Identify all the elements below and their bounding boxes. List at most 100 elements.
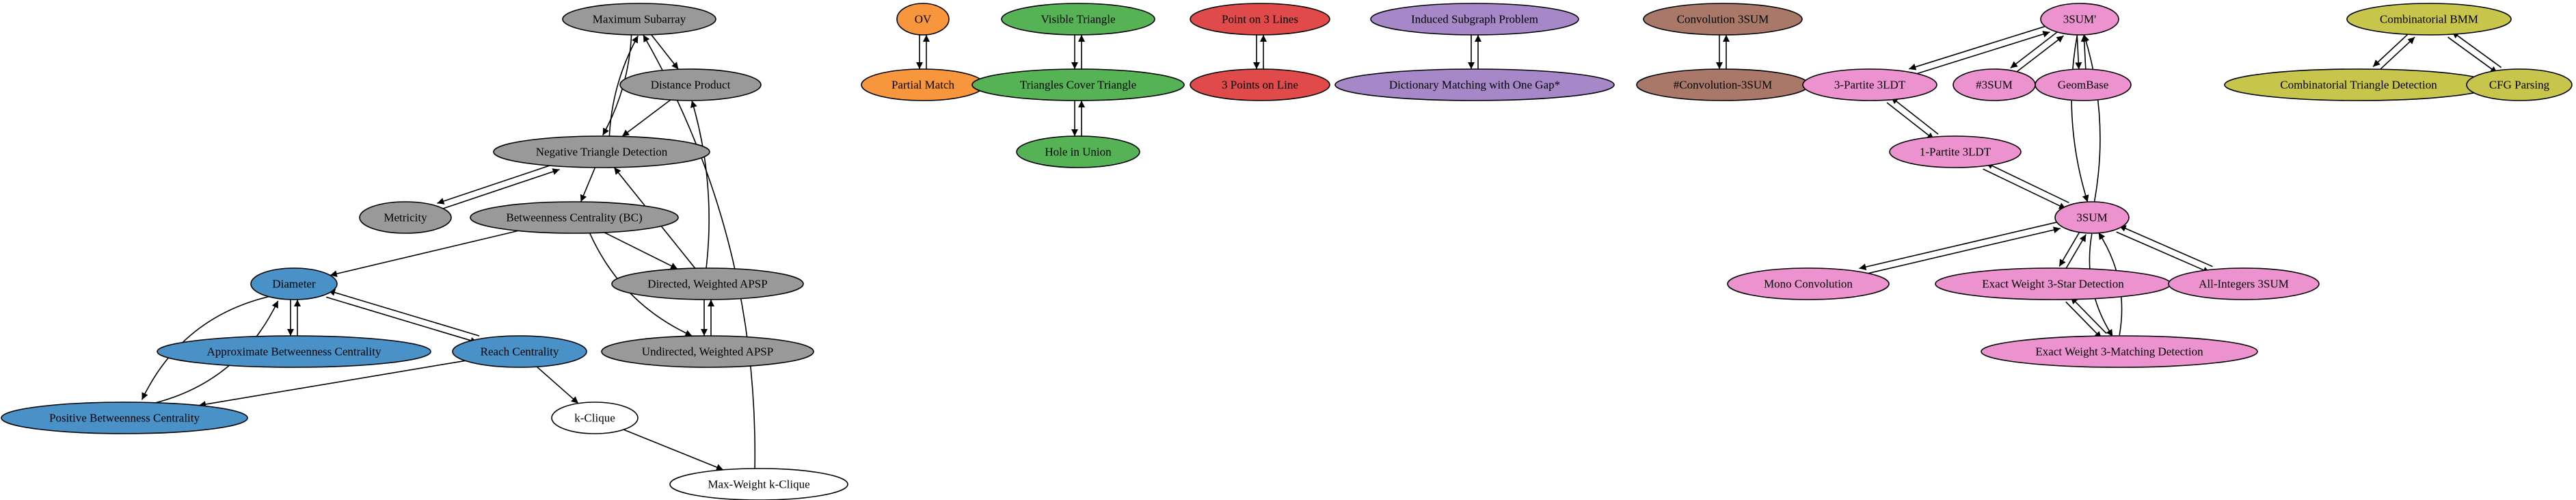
edge-three-sum-prime-to-three-sum <box>2071 35 2089 202</box>
edge-three-sum-prime-to-count-3sum <box>2010 29 2060 69</box>
edge-line <box>141 295 274 400</box>
node-comb-triangle: Combinatorial Triangle Detection <box>2224 68 2493 101</box>
node-approx-bc: Approximate Betweenness Centrality <box>157 335 431 368</box>
node-shape <box>1334 68 1615 101</box>
node-diameter: Diameter <box>250 267 338 300</box>
edge-line <box>2010 29 2060 69</box>
node-max-subarray: Maximum Subarray <box>562 3 716 36</box>
edge-three-sum-to-three-sum-prime <box>2082 34 2101 202</box>
node-label: Undirected, Weighted APSP <box>642 345 773 358</box>
node-partial-match: Partial Match <box>861 68 985 101</box>
node-undirected-apsp: Undirected, Weighted APSP <box>601 335 814 368</box>
edge-count-3sum-to-three-sum-prime <box>2014 35 2064 75</box>
edge-cfg-parsing-to-comb-bmm <box>2452 31 2502 68</box>
edge-three-sum-to-all-int-3sum <box>2116 231 2210 274</box>
node-mono-conv: Mono Convolution <box>1727 267 1890 300</box>
edge-three-sum-prime-to-geombase <box>2075 35 2082 70</box>
node-shape <box>669 468 848 500</box>
edge-line <box>1860 226 2061 276</box>
node-label: Maximum Subarray <box>593 13 686 26</box>
edge-line <box>589 233 693 337</box>
edge-line <box>330 230 519 278</box>
node-geombase: GeomBase <box>2035 68 2132 101</box>
edge-reach-to-positive-bc <box>198 360 466 408</box>
node-shape <box>157 335 431 368</box>
node-label: #3SUM <box>1976 79 2013 92</box>
node-shape <box>1016 135 1140 168</box>
node-shape <box>1802 68 1937 101</box>
node-label: #Convolution-3SUM <box>1674 79 1773 92</box>
edge-line <box>1985 162 2069 204</box>
edge-diameter-to-reach <box>325 296 478 344</box>
node-betweenness: Betweenness Centrality (BC) <box>470 201 679 234</box>
edge-three-partite-to-one-partite <box>1886 102 1935 140</box>
node-label: 1-Partite 3LDT <box>1920 146 1991 159</box>
edge-three-sum-prime-to-three-partite <box>1909 25 2048 70</box>
node-label: Reach Centrality <box>481 345 559 358</box>
node-label: Partial Match <box>891 79 955 92</box>
node-shape <box>493 135 710 168</box>
node-shape <box>2054 201 2130 234</box>
node-shape <box>1370 3 1579 36</box>
node-dict-matching: Dictionary Matching with One Gap* <box>1334 68 1615 101</box>
edge-betweenness-to-undirected-apsp <box>589 233 693 337</box>
edge-line <box>2452 31 2502 68</box>
edge-line <box>690 100 710 269</box>
node-visible-triangle: Visible Triangle <box>1001 3 1155 36</box>
edge-three-sum-to-exact-3star <box>2058 231 2081 267</box>
node-triangles-cover: Triangles Cover Triangle <box>971 68 1185 101</box>
edge-line <box>621 99 671 137</box>
edge-line <box>2119 225 2213 267</box>
node-label: Max-Weight k-Clique <box>708 478 809 491</box>
edge-line <box>439 168 560 211</box>
edge-exact-3star-to-three-sum <box>2065 234 2087 271</box>
edge-reach-to-diameter <box>327 289 480 337</box>
edge-line <box>327 289 480 337</box>
node-conv-3sum: Convolution 3SUM <box>1643 3 1803 36</box>
node-ov: OV <box>896 3 950 36</box>
edge-directed-apsp-to-distance-product <box>690 100 710 269</box>
edge-neg-triangle-to-max-subarray <box>608 35 639 137</box>
node-neg-triangle: Negative Triangle Detection <box>493 135 710 168</box>
node-shape <box>470 201 679 234</box>
node-shape <box>452 335 587 368</box>
edge-comb-bmm-to-cfg-parsing <box>2447 36 2498 74</box>
node-label: Approximate Betweenness Centrality <box>207 345 381 358</box>
edge-three-sum-to-one-partite <box>1985 162 2069 204</box>
node-shape <box>359 201 452 234</box>
node-point-3-lines: Point on 3 Lines <box>1190 3 1330 36</box>
node-k-clique: k-Clique <box>551 402 639 434</box>
edge-line <box>2065 301 2102 339</box>
edge-line <box>1983 168 2067 210</box>
edge-line <box>1886 102 1935 140</box>
node-shape <box>971 68 1185 101</box>
edge-line <box>2014 35 2064 75</box>
node-count-3sum: #3SUM <box>1953 68 2036 101</box>
edge-neg-triangle-to-metricity <box>437 162 558 205</box>
node-label: Diameter <box>272 278 316 291</box>
node-distance-product: Distance Product <box>619 68 762 101</box>
node-label: Combinatorial BMM <box>2380 13 2478 26</box>
node-metricity: Metricity <box>359 201 452 234</box>
edge-line <box>651 34 679 70</box>
node-label: All-Integers 3SUM <box>2199 278 2289 291</box>
node-label: OV <box>915 13 932 26</box>
node-label: Exact Weight 3-Star Detection <box>1982 278 2124 291</box>
node-label: CFG Parsing <box>2489 79 2550 92</box>
edge-line <box>2058 231 2081 267</box>
edge-line <box>1909 25 2048 70</box>
edge-line <box>604 232 678 269</box>
node-shape <box>551 402 639 434</box>
node-exact-3matching: Exact Weight 3-Matching Detection <box>1981 335 2258 368</box>
edge-neg-triangle-to-betweenness <box>580 167 596 202</box>
edge-line <box>198 360 466 408</box>
edge-three-sum-to-mono-conv <box>1859 221 2059 271</box>
edge-line <box>2082 34 2101 202</box>
node-shape <box>611 267 804 300</box>
edge-line <box>1859 221 2059 271</box>
node-label: Mono Convolution <box>1764 278 1853 291</box>
node-label: Positive Betweenness Centrality <box>49 412 200 425</box>
edge-max-subarray-to-distance-product <box>651 34 679 70</box>
edge-comb-bmm-to-comb-triangle <box>2372 31 2411 68</box>
